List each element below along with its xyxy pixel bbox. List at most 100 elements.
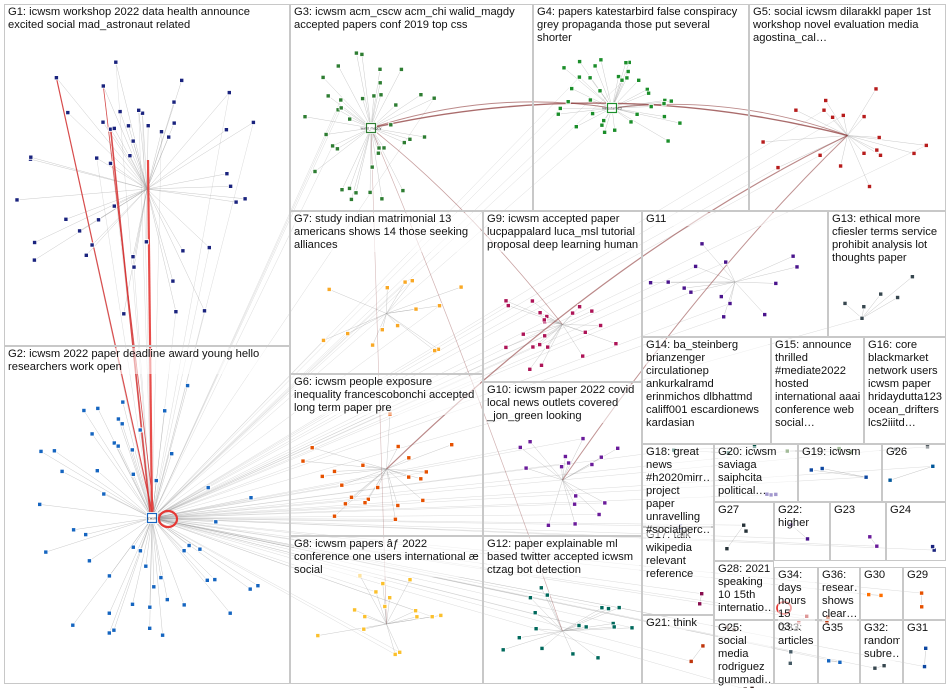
graph-node[interactable] xyxy=(878,291,884,297)
graph-node[interactable] xyxy=(520,331,526,337)
graph-node[interactable] xyxy=(572,501,578,507)
graph-node[interactable] xyxy=(130,138,136,144)
graph-node[interactable] xyxy=(398,66,404,72)
graph-node[interactable] xyxy=(727,300,733,306)
graph-node[interactable] xyxy=(406,455,412,461)
graph-node[interactable] xyxy=(542,333,548,339)
graph-node[interactable] xyxy=(805,536,811,542)
graph-node[interactable] xyxy=(867,534,873,540)
graph-node[interactable] xyxy=(409,278,415,284)
graph-node[interactable] xyxy=(111,440,117,446)
graph-node[interactable] xyxy=(338,105,344,111)
graph-node[interactable] xyxy=(353,50,359,56)
graph-node[interactable] xyxy=(170,278,176,284)
graph-node[interactable] xyxy=(693,263,699,269)
graph-node[interactable] xyxy=(646,90,652,96)
graph-node[interactable] xyxy=(204,577,210,583)
graph-node[interactable] xyxy=(867,183,873,189)
graph-node[interactable] xyxy=(539,645,545,651)
graph-node[interactable] xyxy=(384,285,390,291)
graph-node[interactable] xyxy=(233,199,239,205)
graph-node[interactable] xyxy=(699,591,705,597)
graph-node[interactable] xyxy=(106,610,112,616)
graph-node[interactable] xyxy=(557,105,563,111)
graph-node[interactable] xyxy=(911,150,917,156)
graph-node[interactable] xyxy=(787,660,793,666)
graph-node[interactable] xyxy=(681,285,687,291)
graph-node[interactable] xyxy=(185,383,191,389)
graph-node[interactable] xyxy=(147,604,153,610)
graph-node[interactable] xyxy=(741,522,747,528)
graph-node[interactable] xyxy=(569,86,575,92)
graph-node[interactable] xyxy=(760,139,766,145)
graph-node[interactable] xyxy=(570,651,576,657)
graph-node[interactable] xyxy=(381,145,387,151)
graph-node[interactable] xyxy=(180,248,186,254)
graph-node[interactable] xyxy=(830,114,836,120)
graph-node[interactable] xyxy=(572,521,578,527)
graph-node[interactable] xyxy=(808,467,814,473)
graph-node[interactable] xyxy=(538,585,544,591)
graph-node[interactable] xyxy=(413,608,419,614)
graph-node[interactable] xyxy=(505,303,511,309)
graph-node[interactable] xyxy=(319,473,325,479)
graph-node[interactable] xyxy=(602,129,608,135)
graph-node[interactable] xyxy=(589,461,595,467)
graph-node[interactable] xyxy=(527,595,533,601)
graph-node[interactable] xyxy=(866,592,872,598)
graph-node[interactable] xyxy=(407,577,413,583)
graph-node[interactable] xyxy=(566,460,572,466)
graph-node[interactable] xyxy=(842,300,848,306)
graph-node[interactable] xyxy=(113,59,119,65)
graph-node[interactable] xyxy=(407,136,413,142)
graph-node[interactable] xyxy=(539,362,545,368)
graph-node[interactable] xyxy=(331,468,337,474)
graph-node[interactable] xyxy=(129,447,135,453)
graph-node[interactable] xyxy=(919,604,925,610)
graph-node[interactable] xyxy=(592,63,598,69)
graph-node[interactable] xyxy=(70,622,76,628)
graph-node[interactable] xyxy=(636,77,642,83)
graph-node[interactable] xyxy=(63,216,69,222)
graph-node[interactable] xyxy=(661,114,667,120)
graph-node[interactable] xyxy=(580,436,586,442)
graph-node[interactable] xyxy=(323,131,329,137)
graph-node[interactable] xyxy=(532,610,538,616)
graph-node[interactable] xyxy=(255,583,261,589)
graph-node[interactable] xyxy=(380,581,386,587)
graph-node[interactable] xyxy=(395,443,401,449)
graph-node[interactable] xyxy=(129,601,135,607)
graph-node[interactable] xyxy=(201,308,207,314)
graph-node[interactable] xyxy=(874,147,880,153)
graph-node[interactable] xyxy=(106,573,112,579)
graph-node[interactable] xyxy=(773,280,779,286)
graph-node[interactable] xyxy=(665,138,671,144)
graph-node[interactable] xyxy=(861,150,867,156)
graph-node[interactable] xyxy=(406,474,412,480)
graph-node[interactable] xyxy=(379,327,385,333)
graph-node[interactable] xyxy=(576,74,582,80)
graph-node[interactable] xyxy=(169,451,175,457)
graph-node[interactable] xyxy=(111,125,117,131)
graph-node[interactable] xyxy=(790,253,796,259)
graph-node[interactable] xyxy=(375,484,381,490)
graph-node[interactable] xyxy=(338,97,344,103)
graph-node[interactable] xyxy=(743,528,749,534)
graph-node[interactable] xyxy=(587,75,593,81)
graph-node[interactable] xyxy=(623,60,629,66)
graph-node[interactable] xyxy=(320,74,326,80)
graph-node[interactable] xyxy=(360,96,366,102)
graph-node[interactable] xyxy=(377,80,383,86)
graph-node[interactable] xyxy=(545,344,551,350)
graph-node[interactable] xyxy=(353,190,359,196)
graph-node[interactable] xyxy=(38,448,44,454)
graph-node[interactable] xyxy=(587,97,593,103)
graph-node[interactable] xyxy=(537,310,543,316)
graph-node[interactable] xyxy=(529,298,535,304)
graph-node[interactable] xyxy=(625,69,631,75)
graph-node[interactable] xyxy=(598,454,604,460)
graph-node[interactable] xyxy=(147,625,153,631)
graph-node[interactable] xyxy=(919,590,925,596)
graph-node[interactable] xyxy=(458,284,464,290)
graph-node[interactable] xyxy=(121,311,127,317)
